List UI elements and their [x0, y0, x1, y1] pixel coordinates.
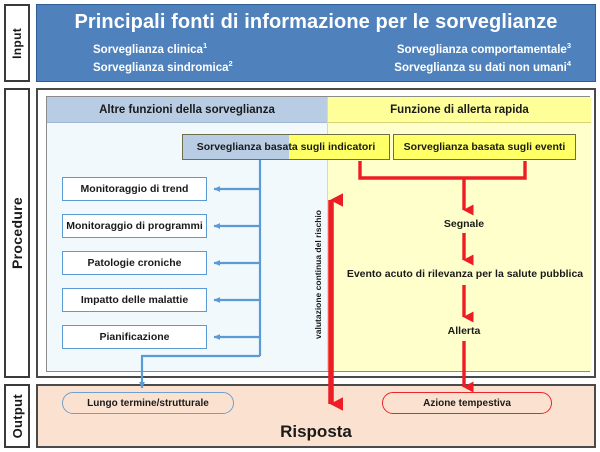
band-label-input-text: Input — [10, 27, 24, 59]
flow-step-evento-acuto: Evento acuto di rilevanza per la salute … — [346, 268, 584, 280]
input-source-label: Sorveglianza su dati non umani — [394, 61, 567, 74]
input-title: Principali fonti di informazione per le … — [74, 11, 558, 33]
footnote-marker: 1 — [202, 41, 208, 50]
input-sources: Sorveglianza clinica1 Sorveglianza sindr… — [37, 41, 595, 76]
early-warning-header: Funzione di allerta rapida — [328, 97, 591, 123]
banner-half-blue — [183, 135, 290, 159]
input-source-item: Sorveglianza clinica1 — [93, 41, 332, 59]
input-source-item: Sorveglianza comportamentale3 — [332, 41, 571, 59]
input-source-label: Sorveglianza clinica — [93, 43, 203, 56]
other-surveillance-header: Altre funzioni della sorveglianza — [47, 97, 327, 123]
footnote-marker: 4 — [566, 58, 571, 68]
output-oval-long-term: Lungo termine/strutturale — [62, 392, 234, 414]
procedure-box-croniche: Patologie croniche — [62, 251, 207, 275]
band-label-output-text: Output — [9, 393, 25, 439]
input-source-label: Sorveglianza comportamentale — [396, 43, 567, 56]
band-label-input: Input — [4, 4, 30, 82]
footnote-marker: 2 — [228, 58, 233, 68]
input-source-item: Sorveglianza su dati non umani4 — [332, 59, 571, 77]
banner-indicator-label: Sorveglianza basata sugli indicatori — [196, 141, 376, 153]
input-sources-right: Sorveglianza comportamentale3 Sorveglian… — [332, 41, 581, 76]
banner-indicator-based-surveillance: Sorveglianza basata sugli indicatori — [182, 134, 390, 160]
band-label-procedure: Procedure — [4, 88, 30, 378]
output-response-title: Risposta — [280, 422, 352, 441]
procedure-box-trend: Monitoraggio di trend — [62, 177, 207, 201]
output-section — [36, 384, 596, 448]
flow-step-segnale: Segnale — [443, 218, 485, 230]
procedure-box-programmi: Monitoraggio di programmi — [62, 214, 207, 238]
risk-assessment-label: valutazione continua del rischio — [313, 210, 323, 340]
input-sources-left: Sorveglianza clinica1 Sorveglianza sindr… — [51, 41, 332, 76]
band-label-procedure-text: Procedure — [9, 197, 25, 269]
flow-step-allerta: Allerta — [447, 325, 481, 337]
banner-event-based-surveillance: Sorveglianza basata sugli eventi — [393, 134, 576, 160]
output-oval-fast-action: Azione tempestiva — [382, 392, 552, 414]
input-source-item: Sorveglianza sindromica2 — [93, 59, 332, 77]
input-source-label: Sorveglianza sindromica — [93, 61, 229, 74]
procedure-box-pianificazione: Pianificazione — [62, 325, 207, 349]
footnote-marker: 3 — [566, 41, 571, 50]
input-section: Principali fonti di informazione per le … — [36, 4, 596, 82]
band-label-output: Output — [4, 384, 30, 448]
banner-half-yellow — [289, 135, 389, 159]
procedure-box-impatto: Impatto delle malattie — [62, 288, 207, 312]
